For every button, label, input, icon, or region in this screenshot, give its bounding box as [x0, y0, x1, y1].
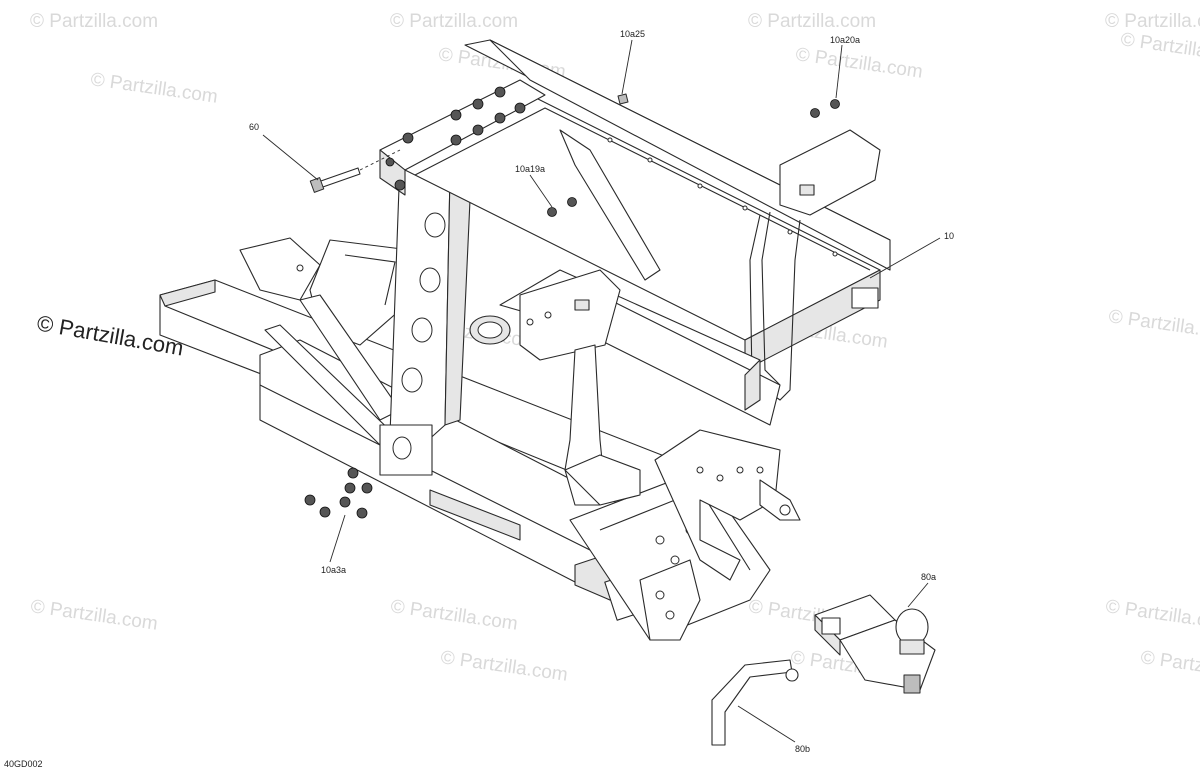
watermark-row4-b: © Partzilla.com [439, 647, 569, 686]
upper-right-bracket [779, 129, 881, 216]
mid-upright-bracket [519, 269, 621, 361]
hitch-pin-80b [711, 659, 799, 746]
watermark-row1-c: © Partzilla.com [794, 44, 924, 83]
hitch-ball-nut [903, 674, 921, 694]
watermark-row3-b: © Partzilla.com [389, 596, 519, 635]
watermark-top-center-right: © Partzilla.com [748, 11, 876, 32]
lower-left-rail-end [159, 279, 216, 307]
drawing-code: 40GD002 [4, 759, 43, 769]
diagonal-rear-tube [559, 129, 661, 281]
callout-80b: 80b [795, 744, 810, 754]
callout-10a20a: 10a20a [830, 35, 860, 45]
watermark-row2-d: © Partzilla.com [1107, 306, 1200, 345]
front-vertical-post [389, 159, 451, 471]
bolt-10a25 [617, 93, 629, 105]
rear-right-bracket [654, 429, 781, 581]
watermark-row4-d: © Partzilla.com [1139, 647, 1200, 686]
hitch-mount-bracket [639, 559, 701, 641]
callout-10a19a: 10a19a [515, 164, 545, 174]
bolt-60-head [309, 177, 325, 193]
frame-assembly [159, 39, 936, 746]
rail-shaded-strip [429, 489, 521, 541]
rear-loop-tube [749, 214, 801, 401]
tube-end-opening [851, 287, 879, 309]
watermark-row3-a: © Partzilla.com [29, 596, 159, 635]
nut-10a20a-2 [810, 108, 820, 118]
top-left-bar-face [489, 39, 891, 271]
callout-10: 10 [944, 231, 954, 241]
watermark-row1-a: © Partzilla.com [89, 69, 219, 108]
leader-lines [262, 39, 941, 743]
callout-60: 60 [249, 122, 259, 132]
watermark-top-left: © Partzilla.com [30, 11, 158, 32]
callout-10a3a: 10a3a [321, 565, 346, 575]
callout-10a25: 10a25 [620, 29, 645, 39]
watermark-top-right: © Partzilla.com [1105, 11, 1200, 32]
watermark-row1-d: © Partzilla.com [1119, 29, 1200, 68]
front-left-bracket [239, 237, 321, 301]
watermark-row3-d: © Partzilla.com [1104, 596, 1200, 635]
nut-10a20a-1 [830, 99, 840, 109]
callout-80a: 80a [921, 572, 936, 582]
watermark-top-center-left: © Partzilla.com [390, 11, 518, 32]
callout-labels: 10a25 10a20a 60 10a19a 10 10a3a 80a 80b [249, 29, 954, 754]
shock-tab [759, 479, 801, 521]
bolt-60-shank [317, 167, 361, 189]
nut-10a19a-2 [567, 197, 577, 207]
nut-cluster-10a3a [304, 467, 373, 519]
nut-10a19a-1 [547, 207, 557, 217]
hitch-receiver-80a [814, 594, 936, 694]
